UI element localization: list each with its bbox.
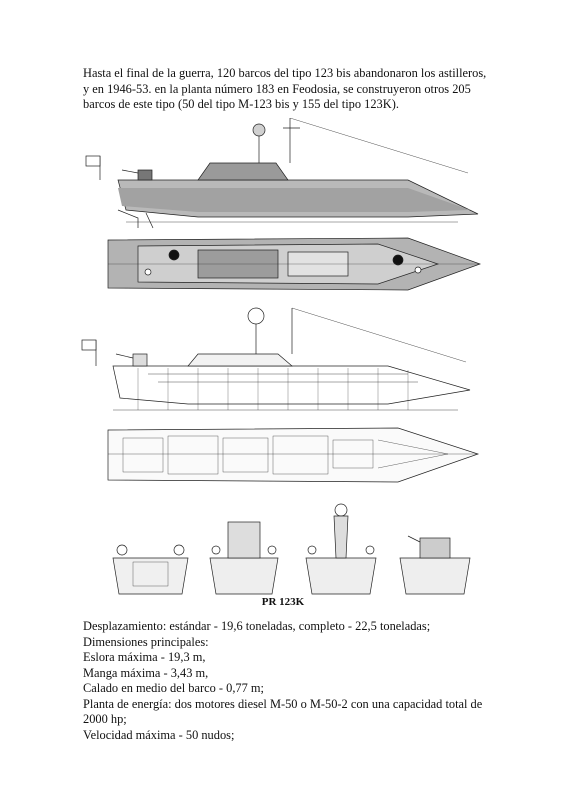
spec-line: Calado en medio del barco - 0,77 m; — [83, 681, 264, 695]
spec-line: Velocidad máxima - 50 nudos; — [83, 727, 235, 742]
spec-line: Manga máxima - 3,43 m, — [83, 665, 209, 680]
specs-list: Desplazamiento: estándar - 19,6 tonelada… — [83, 619, 493, 743]
side-profile-lines — [81, 307, 471, 411]
spec-line: Planta de energía: dos motores diesel M-… — [83, 696, 483, 727]
side-profile-colored — [85, 118, 479, 229]
top-plan-colored — [107, 237, 482, 291]
boat-technical-drawing — [81, 118, 482, 595]
top-plan-lines — [107, 427, 480, 483]
intro-paragraph: Hasta el final de la guerra, 120 barcos … — [83, 66, 487, 111]
cross-sections — [112, 503, 471, 595]
spec-line: Desplazamiento: estándar - 19,6 tonelada… — [83, 619, 431, 633]
spec-line: Dimensiones principales: — [83, 634, 209, 649]
figure-caption: PR 123K — [261, 596, 305, 608]
spec-line: Eslora máxima - 19,3 m, — [83, 650, 206, 664]
